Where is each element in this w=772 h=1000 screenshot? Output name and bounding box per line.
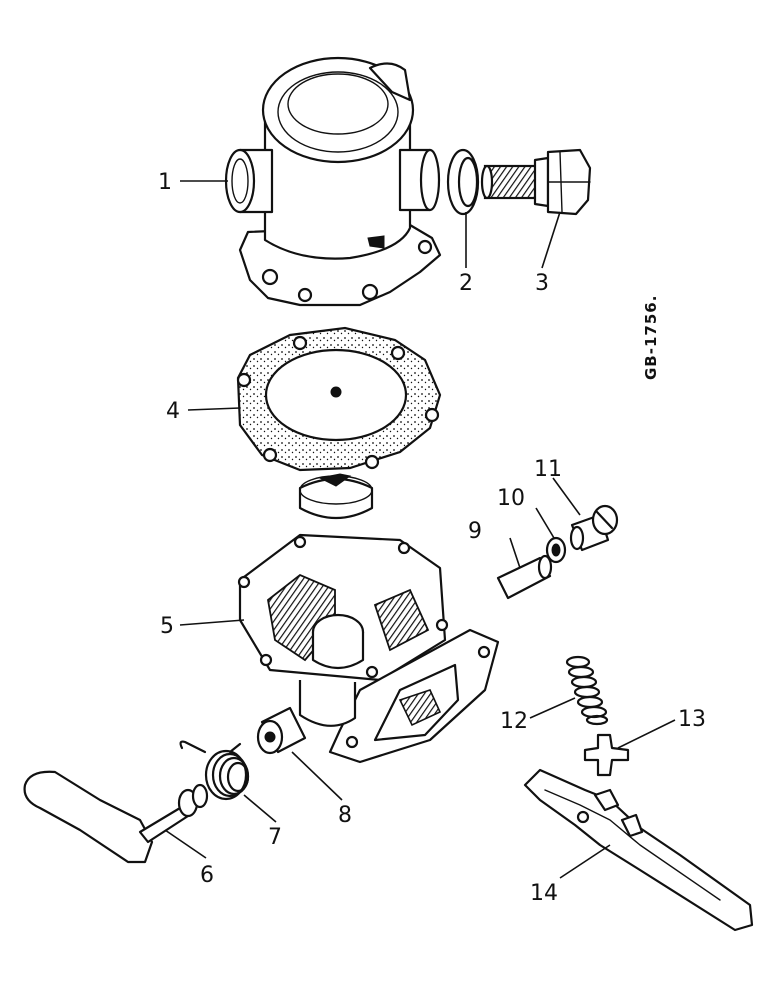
part-2-washer <box>446 148 480 216</box>
part-7-torsion-spring <box>179 740 250 801</box>
part-14-actuating-lever <box>523 768 754 932</box>
part-8-bushing <box>256 706 307 755</box>
callout-8: 8 <box>338 803 352 828</box>
callout-13: 13 <box>678 707 706 732</box>
callout-10: 10 <box>497 486 525 511</box>
callout-11: 11 <box>534 457 562 482</box>
callout-5: 5 <box>160 614 174 639</box>
callout-12: 12 <box>500 709 528 734</box>
part-9-pin <box>496 554 553 600</box>
part-4-diaphragm <box>236 326 442 519</box>
part-5-lower-housing <box>237 533 500 764</box>
part-6-lever-handle <box>23 770 209 864</box>
part-12-coil-spring <box>565 655 609 726</box>
part-10-washer <box>545 536 567 564</box>
callout-6: 6 <box>200 863 214 888</box>
leader-lines <box>164 180 676 879</box>
callout-9: 9 <box>468 519 482 544</box>
part-1-upper-housing <box>224 56 442 307</box>
part-13-cross-piece <box>583 733 630 777</box>
part-3-strainer-plug <box>480 148 592 216</box>
callout-1: 1 <box>158 170 172 195</box>
callout-2: 2 <box>459 271 473 296</box>
callout-labels: 1 2 3 4 5 6 7 8 9 10 11 12 13 14 <box>158 170 706 906</box>
callout-3: 3 <box>535 271 549 296</box>
callout-7: 7 <box>268 825 282 850</box>
part-11-screw <box>569 504 619 552</box>
callout-14: 14 <box>530 881 558 906</box>
drawing-reference-label: GB-1756. <box>642 295 660 380</box>
callout-4: 4 <box>166 399 180 424</box>
